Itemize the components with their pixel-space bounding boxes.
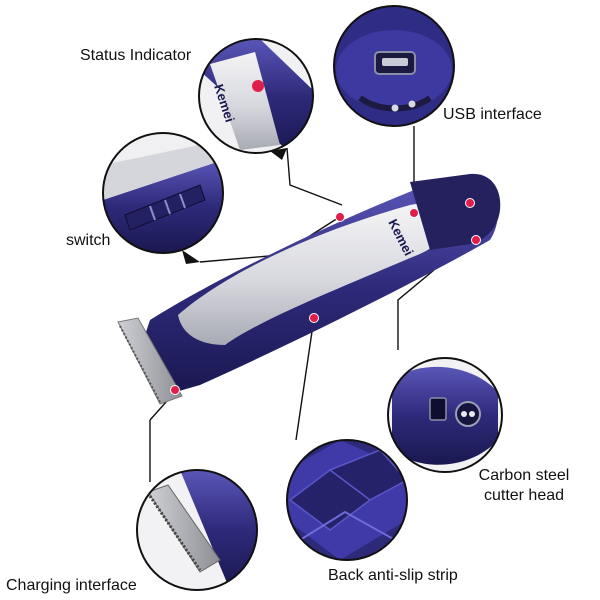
- callout-carbon-steel: [387, 357, 503, 473]
- label-switch: switch: [66, 232, 111, 249]
- label-usb-interface: USB interface: [443, 106, 542, 123]
- label-status-indicator: Status Indicator: [80, 47, 192, 64]
- dot-usb: [465, 198, 475, 208]
- dot-carbon: [471, 235, 481, 245]
- dot-charging: [170, 385, 180, 395]
- callout-usb-interface: [333, 5, 455, 127]
- dot-status: [335, 212, 345, 222]
- indicator-dots: [170, 198, 481, 395]
- label-carbon-steel-cutter-head: Carbon steel cutter head: [478, 467, 570, 504]
- label-back-anti-slip-strip: Back anti-slip strip: [328, 567, 458, 584]
- callout-switch: [102, 132, 224, 264]
- callout-charging-interface: [136, 469, 258, 591]
- grip-texture-icon: [288, 449, 407, 531]
- trimmer-rear-cap: [410, 173, 501, 250]
- label-charging-interface: Charging interface: [6, 577, 137, 594]
- trimmer-main: Kemei: [117, 173, 501, 405]
- dc-socket-icon: [455, 401, 481, 427]
- blade-head: [117, 317, 183, 405]
- dot-back: [309, 313, 319, 323]
- leader-status: [286, 147, 343, 206]
- dot-switch: [409, 208, 419, 218]
- trimmer-body: [178, 203, 445, 345]
- leader-back: [295, 317, 315, 441]
- callout-back-anti-slip: [286, 439, 408, 561]
- callout-status-indicator: Kemei: [198, 38, 314, 160]
- status-led-icon: [252, 80, 264, 92]
- switch-slider-icon: [124, 184, 206, 231]
- comb-blade-icon: [147, 484, 221, 573]
- micro-usb-port-icon-2: [429, 397, 447, 421]
